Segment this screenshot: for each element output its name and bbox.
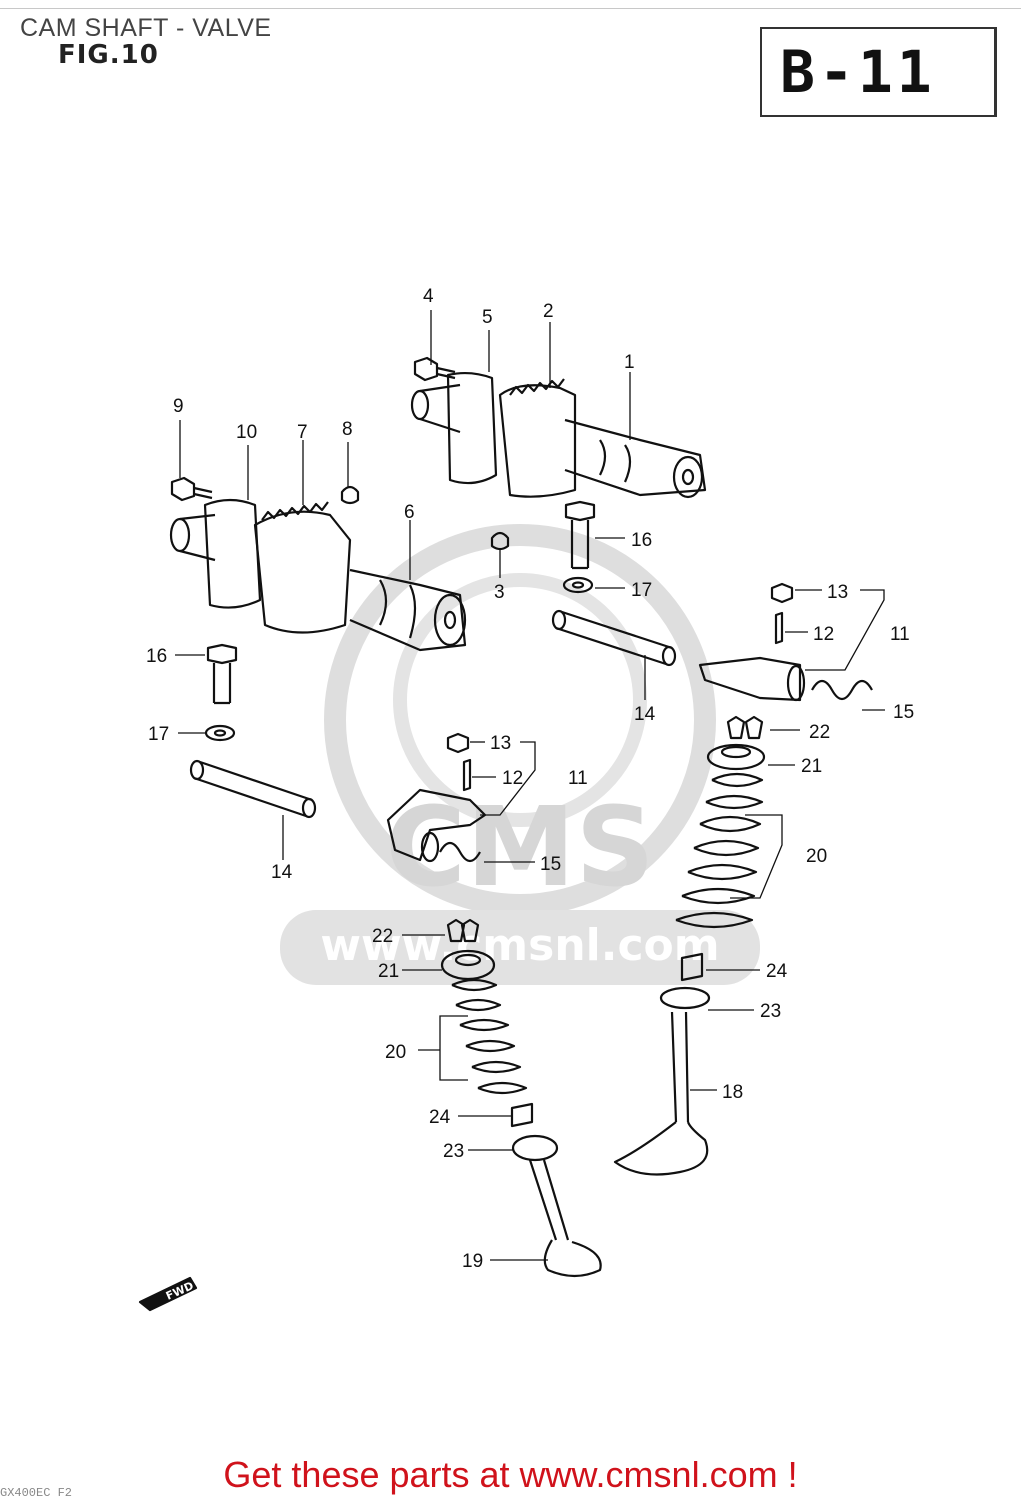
valve-assembly-left [440,918,602,1278]
callout-22-upper: 22 [809,722,830,743]
callout-5: 5 [482,307,493,328]
small-hardware [170,356,596,742]
callout-16-upper: 16 [631,530,652,551]
callout-16-lower: 16 [146,646,167,667]
callout-labels: 4 5 2 1 9 10 7 8 6 3 16 17 14 13 12 11 1… [146,286,914,1272]
callout-24-lower: 24 [429,1107,451,1128]
footer-code: GX400EC F2 [0,1486,73,1500]
callout-17-upper: 17 [631,580,652,601]
callout-20-lower: 20 [385,1042,406,1063]
callout-13-upper: 13 [827,582,848,603]
watermark-logo: CMS [385,783,654,911]
callout-1: 1 [624,352,635,373]
callout-21-lower: 21 [378,961,399,982]
callout-21-upper: 21 [801,756,822,777]
callout-10: 10 [236,422,257,443]
callout-23-upper: 23 [760,1001,781,1022]
callout-18: 18 [722,1082,743,1103]
callout-24-upper: 24 [766,961,788,982]
callout-14-upper: 14 [634,704,656,725]
callout-15-lower: 15 [540,854,561,875]
callout-3-upper: 3 [494,582,505,603]
figure-number: FIG.10 [58,40,159,70]
callout-17-lower: 17 [148,724,169,745]
footer-link[interactable]: Get these parts at www.cmsnl.com ! [223,1454,798,1495]
callout-19: 19 [462,1251,483,1272]
callout-4: 4 [423,286,434,307]
callout-12-lower: 12 [502,768,523,789]
section-code-box [760,27,997,117]
callout-7: 7 [297,422,308,443]
callout-2: 2 [543,301,554,322]
fwd-arrow [138,1276,198,1312]
leader-lines [175,310,885,1261]
camshaft-lower [169,498,467,652]
callout-14-lower: 14 [271,862,293,883]
valve-assembly-right [613,715,766,1176]
page-title: CAM SHAFT - VALVE [20,14,272,42]
callout-15-upper: 15 [893,702,914,723]
rocker-arms [386,582,873,863]
callout-13-lower: 13 [490,733,511,754]
callout-8: 8 [342,419,353,440]
callout-22-lower: 22 [372,926,393,947]
callout-11-upper: 11 [890,624,910,645]
section-code: B-11 [780,38,936,106]
watermark: CMS www.cmsnl.com [280,524,760,985]
rocker-shafts [189,609,677,819]
callout-23-lower: 23 [443,1141,464,1162]
watermark-url: www.cmsnl.com [320,920,719,971]
callout-11-lower: 11 [568,768,588,789]
callout-6: 6 [404,502,415,523]
camshaft-upper [410,371,707,499]
top-rule [0,8,1021,9]
callout-12-upper: 12 [813,624,834,645]
callout-9: 9 [173,396,184,417]
callout-20-upper: 20 [806,846,827,867]
